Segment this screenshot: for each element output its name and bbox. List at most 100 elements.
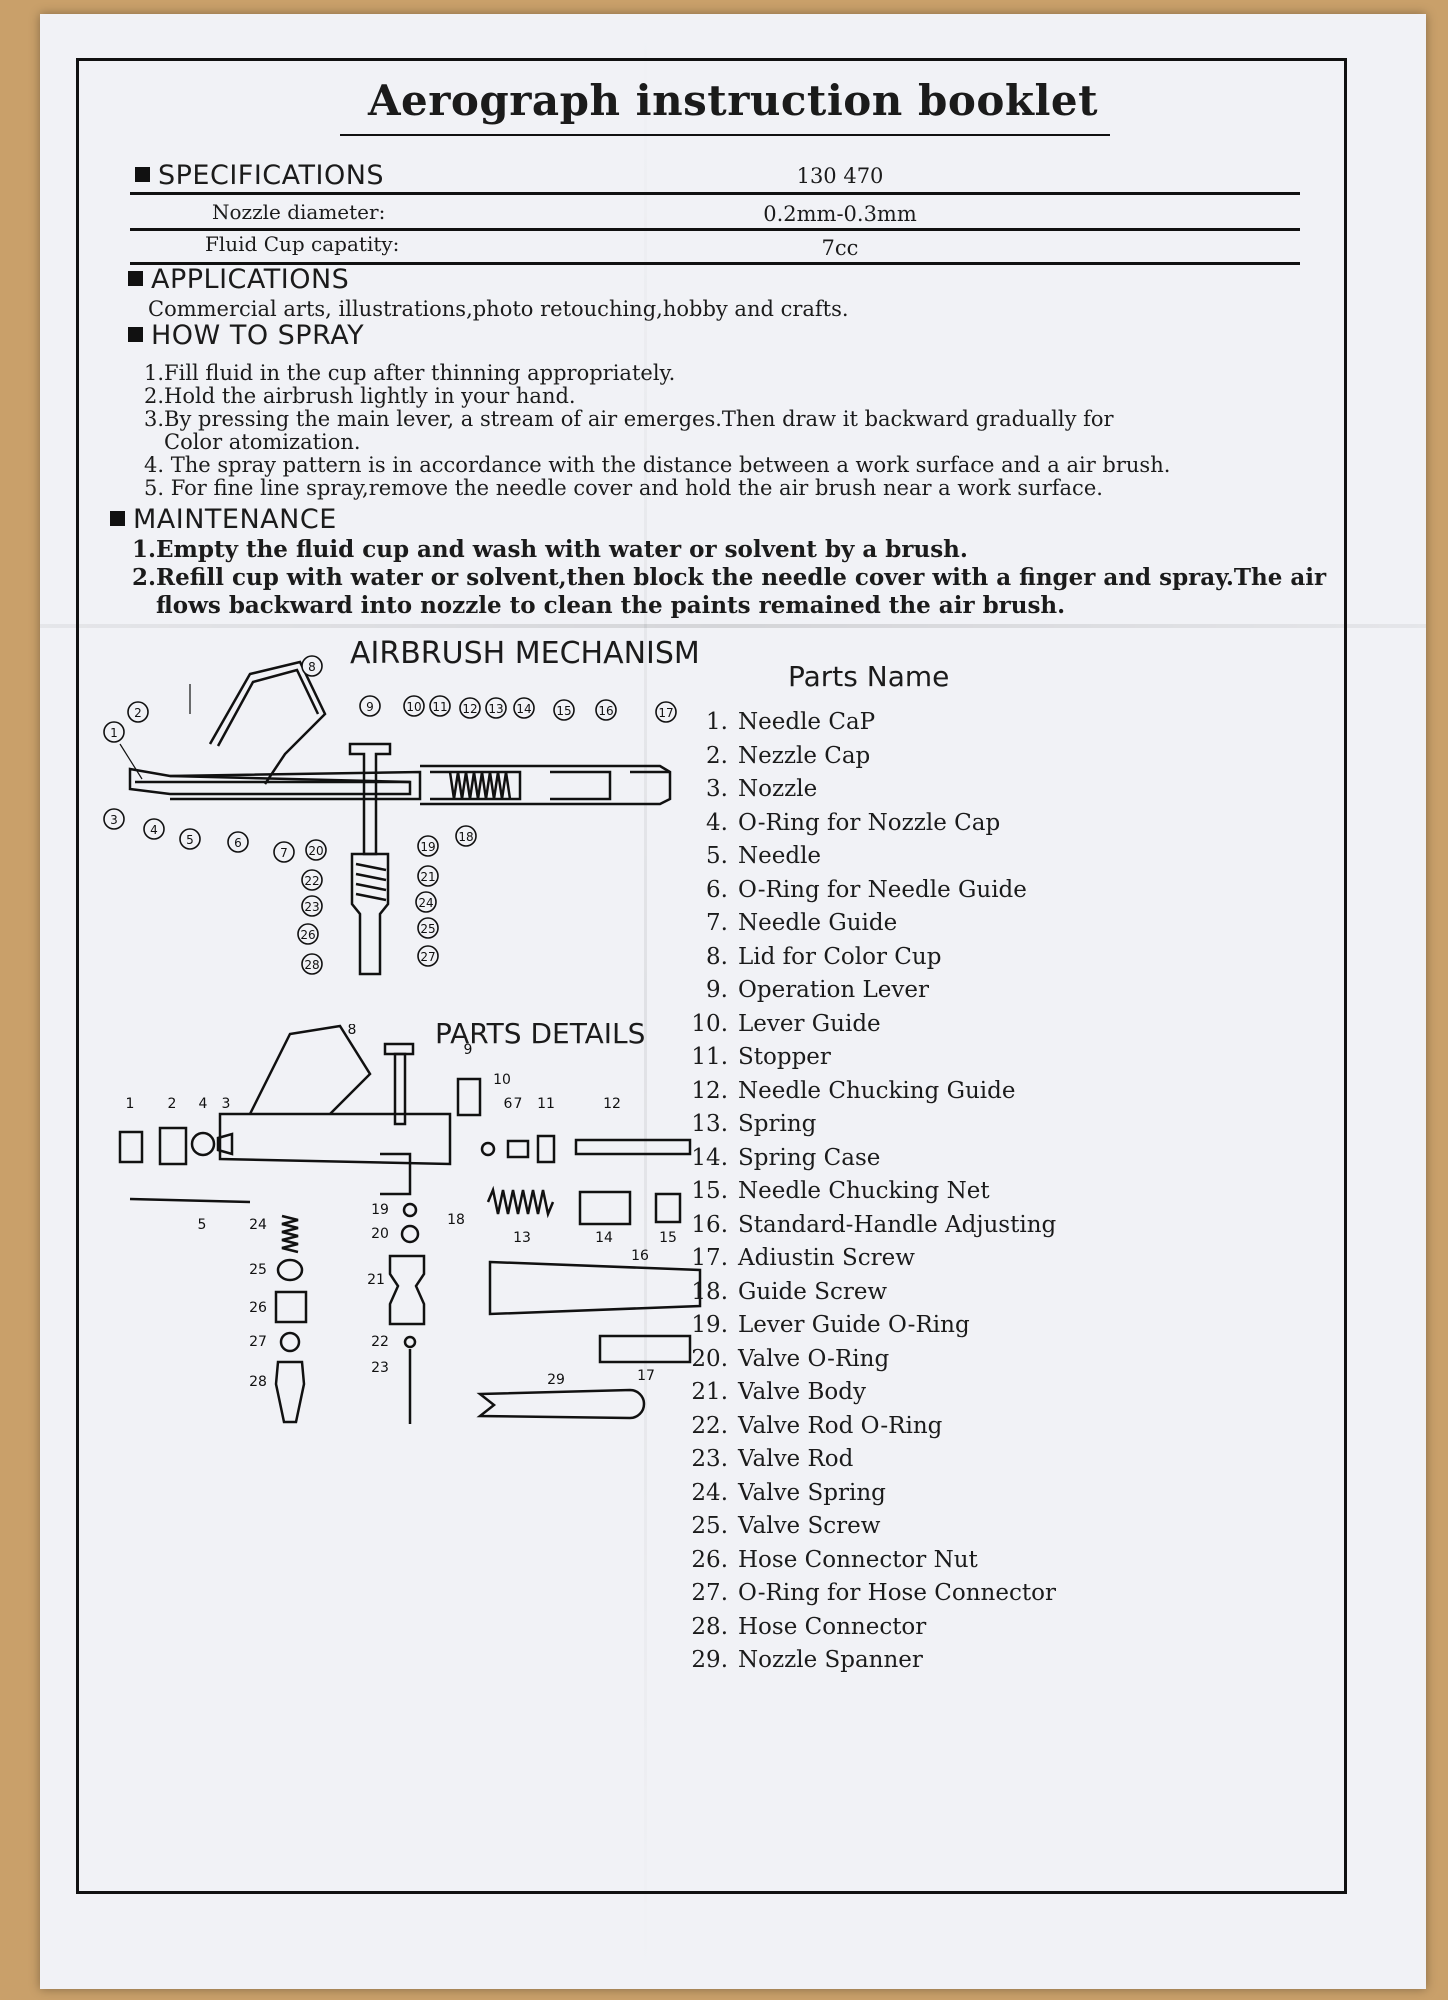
list-item: 5. For fine line spray,remove the needle… [144, 476, 1103, 500]
mechanism-title: AIRBRUSH MECHANISM [350, 636, 700, 671]
list-item: 4.O-Ring for Nozzle Cap [706, 809, 1001, 836]
list-item: 4. The spray pattern is in accordance wi… [144, 453, 1171, 477]
bullet-square-icon [135, 167, 150, 182]
part-label: 24 [249, 1217, 267, 1233]
svg-text:2: 2 [134, 706, 142, 720]
list-item: 8.Lid for Color Cup [706, 943, 942, 970]
booklet-page: Aerograph instruction booklet SPECIFICAT… [40, 14, 1426, 1989]
callout-circle: 24 [415, 891, 437, 913]
how-to-spray-heading: HOW TO SPRAY [128, 320, 364, 351]
list-item: 26.Hose Connector Nut [691, 1546, 978, 1573]
svg-text:8: 8 [308, 660, 316, 674]
paper-crease-vertical [644, 14, 647, 1989]
list-item: 10.Lever Guide [691, 1010, 881, 1037]
list-item: 22.Valve Rod O-Ring [691, 1412, 943, 1439]
svg-text:12: 12 [462, 702, 477, 716]
list-item: 20.Valve O-Ring [691, 1345, 890, 1372]
callout-circle: 15 [553, 699, 575, 721]
svg-text:16: 16 [598, 704, 613, 718]
list-item: Color atomization. [164, 430, 361, 454]
part-label: 16 [631, 1248, 649, 1264]
part-label: 26 [249, 1300, 267, 1316]
callout-circle: 16 [595, 699, 617, 721]
svg-text:26: 26 [300, 928, 315, 942]
callout-circle: 27 [417, 945, 439, 967]
svg-text:4: 4 [150, 823, 158, 837]
list-item: 11.Stopper [691, 1044, 831, 1070]
maintenance-heading: MAINTENANCE [110, 504, 337, 535]
maintenance-list: 1.Empty the fluid cup and wash with wate… [132, 536, 1326, 620]
list-item: 19.Lever Guide O-Ring [691, 1312, 970, 1338]
list-item: 14.Spring Case [691, 1144, 881, 1171]
svg-text:7: 7 [280, 846, 288, 860]
list-item: 24.Valve Spring [691, 1479, 886, 1506]
callout-circle: 23 [301, 895, 323, 917]
list-item: 16.Standard-Handle Adjusting [691, 1211, 1057, 1238]
part-label: 28 [249, 1374, 267, 1390]
page-border [76, 58, 1347, 1894]
list-item: 13.Spring [691, 1111, 817, 1137]
callout-circle: 14 [513, 697, 535, 719]
svg-text:3: 3 [110, 813, 118, 827]
part-label: 17 [637, 1368, 655, 1384]
list-item: 2.Nezzle Cap [706, 742, 871, 769]
list-item: 2.Hold the airbrush lightly in your hand… [144, 384, 576, 408]
list-item: 1.Empty the fluid cup and wash with wate… [132, 536, 968, 563]
svg-text:10: 10 [406, 700, 421, 714]
spec-value-nozzle: 0.2mm-0.3mm [763, 202, 917, 226]
svg-text:23: 23 [304, 900, 319, 914]
page-title: Aerograph instruction booklet [367, 76, 1099, 125]
part-label: 10 [493, 1072, 511, 1088]
spec-rule-3 [130, 262, 1300, 265]
bullet-square-icon [128, 327, 143, 342]
callout-circle: 5 [179, 828, 201, 850]
svg-text:22: 22 [304, 874, 319, 888]
parts-details-title: PARTS DETAILS [435, 1017, 646, 1050]
part-label: 9 [464, 1042, 473, 1058]
list-item: 29.Nozzle Spanner [691, 1647, 923, 1673]
callout-circle: 7 [273, 841, 295, 863]
callout-circle: 1 [103, 721, 125, 743]
part-label: 20 [371, 1226, 389, 1242]
applications-text: Commercial arts, illustrations,photo ret… [148, 297, 849, 321]
paper-crease-horizontal [40, 624, 1426, 628]
part-label: 25 [249, 1262, 267, 1278]
list-item: 17.Adiustin Screw [691, 1245, 915, 1271]
list-item: 2.Refill cup with water or solvent,then … [132, 564, 1327, 591]
svg-text:9: 9 [366, 700, 374, 714]
callout-circle: 28 [301, 953, 323, 975]
part-label: 13 [513, 1230, 531, 1246]
svg-text:6: 6 [234, 836, 242, 850]
svg-text:28: 28 [304, 958, 319, 972]
svg-text:25: 25 [420, 922, 435, 936]
callout-circle: 21 [417, 865, 439, 887]
svg-text:14: 14 [516, 702, 531, 716]
svg-text:17: 17 [658, 706, 673, 720]
part-label: 14 [595, 1230, 613, 1246]
callout-circle: 25 [417, 917, 439, 939]
list-item: 23.Valve Rod [691, 1446, 854, 1472]
list-item: 6.O-Ring for Needle Guide [706, 876, 1027, 903]
list-item: flows backward into nozzle to clean the … [156, 592, 1066, 619]
callout-circle: 2 [127, 701, 149, 723]
spec-models: 130 470 [796, 164, 884, 188]
list-item: 21.Valve Body [691, 1379, 866, 1405]
part-label: 4 [199, 1096, 208, 1112]
callout-circle: 12 [459, 697, 481, 719]
callout-circle: 3 [103, 808, 125, 830]
part-label: 23 [371, 1360, 389, 1376]
list-item: 1.Needle CaP [706, 709, 876, 735]
spec-label-nozzle: Nozzle diameter: [212, 200, 386, 224]
svg-text:1: 1 [110, 726, 118, 740]
svg-text:24: 24 [418, 896, 433, 910]
part-label: 6 [504, 1096, 513, 1112]
spec-rule-2 [130, 228, 1300, 231]
callout-circle: 10 [403, 695, 425, 717]
part-label: 21 [367, 1272, 385, 1288]
list-item: 15.Needle Chucking Net [691, 1178, 990, 1204]
part-label: 2 [168, 1096, 177, 1112]
callout-circle: 9 [359, 695, 381, 717]
part-label: 15 [659, 1230, 677, 1246]
spec-label-cup: Fluid Cup capatity: [205, 232, 400, 256]
svg-text:21: 21 [420, 870, 435, 884]
